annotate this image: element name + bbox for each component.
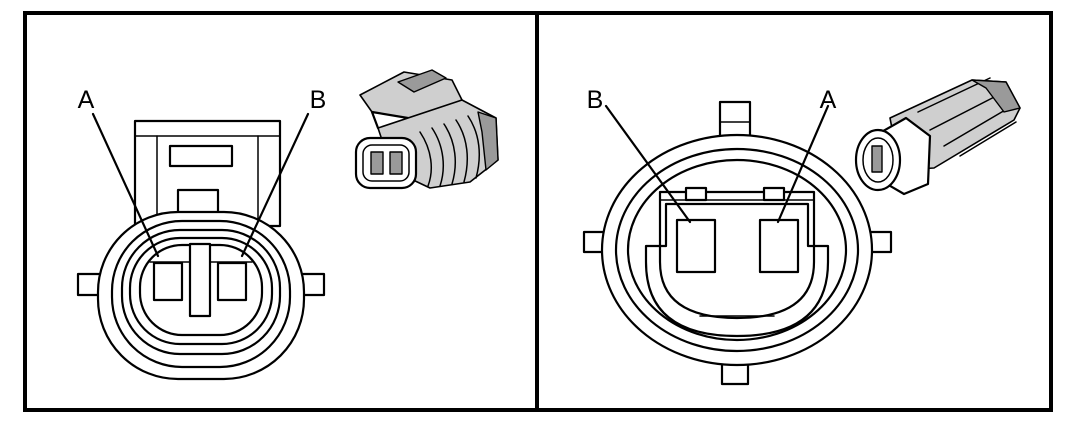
left-label-terminal-b: B bbox=[310, 86, 327, 114]
left-connector-face bbox=[76, 119, 326, 381]
left-leader-b bbox=[240, 112, 310, 258]
left-terminal-b bbox=[216, 261, 248, 302]
right-leader-a bbox=[776, 104, 830, 224]
left-connector-isometric-view bbox=[354, 69, 499, 190]
left-label-terminal-a: A bbox=[78, 86, 95, 114]
left-leader-a bbox=[91, 112, 160, 258]
right-leader-b bbox=[604, 104, 692, 224]
right-label-terminal-b: B bbox=[587, 86, 604, 114]
right-label-terminal-a: A bbox=[820, 86, 837, 114]
right-connector-isometric-view bbox=[854, 77, 1021, 196]
right-terminal-b bbox=[675, 218, 717, 274]
left-terminal-a bbox=[152, 261, 184, 302]
right-terminal-a bbox=[758, 218, 800, 274]
